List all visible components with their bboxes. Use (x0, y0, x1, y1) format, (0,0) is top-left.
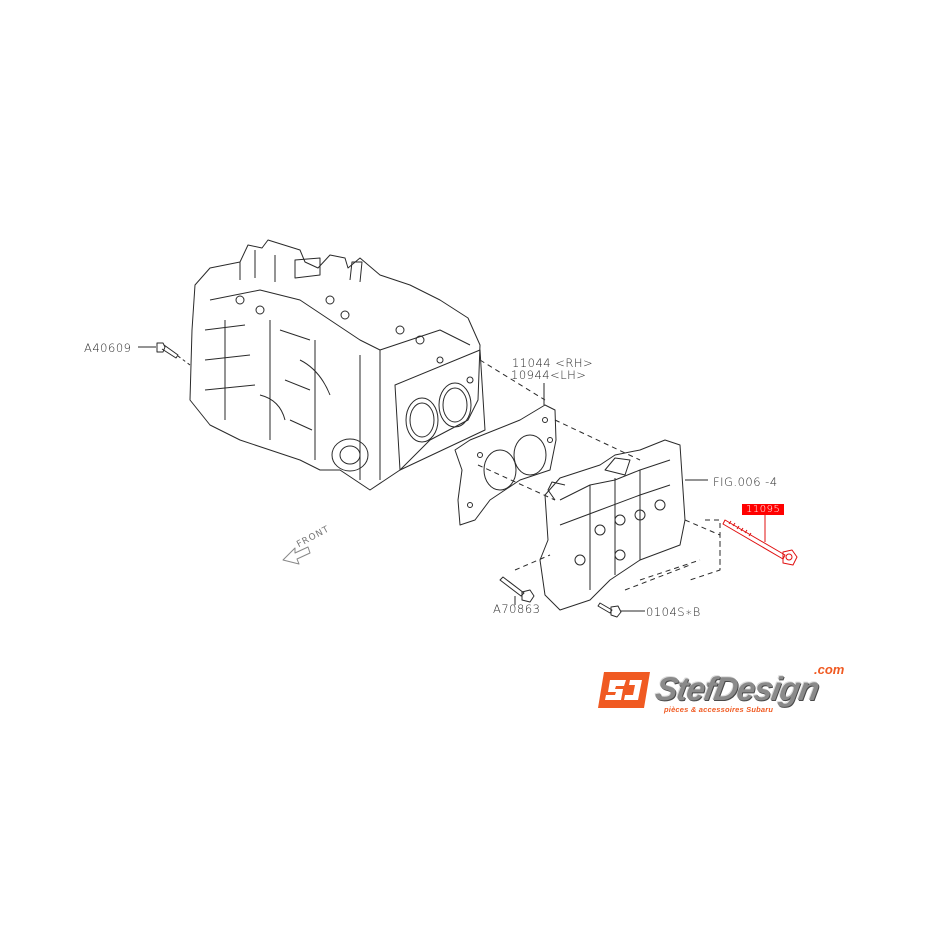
label-gasket-rh: 11044 <RH> (512, 356, 594, 370)
bolt-0104sb (597, 602, 645, 618)
label-gasket-lh: 10944<LH> (511, 368, 587, 382)
logo-domain: .com (814, 662, 845, 677)
bolt-a70863 (499, 576, 535, 605)
head-gasket (454, 359, 641, 526)
label-11095-highlighted[interactable]: 11095 (742, 504, 785, 515)
label-0104sb: 0104S∗B (646, 605, 701, 619)
sd-badge-icon (598, 672, 650, 708)
logo-brand: StefDesign (652, 670, 822, 707)
front-arrow-icon (282, 546, 311, 565)
cylinder-head (514, 439, 721, 611)
stefdesign-logo: StefDesign .com pièces & accessoires Sub… (596, 662, 866, 718)
label-a40609: A40609 (84, 341, 132, 355)
engine-block (189, 239, 486, 491)
logo-tagline: pièces & accessoires Subaru (664, 705, 774, 714)
label-fig-006-4: FIG.006 -4 (713, 475, 778, 489)
bolt-a40609 (138, 342, 191, 366)
head-bolt-11095 (722, 514, 798, 566)
label-a70863: A70863 (493, 602, 541, 616)
